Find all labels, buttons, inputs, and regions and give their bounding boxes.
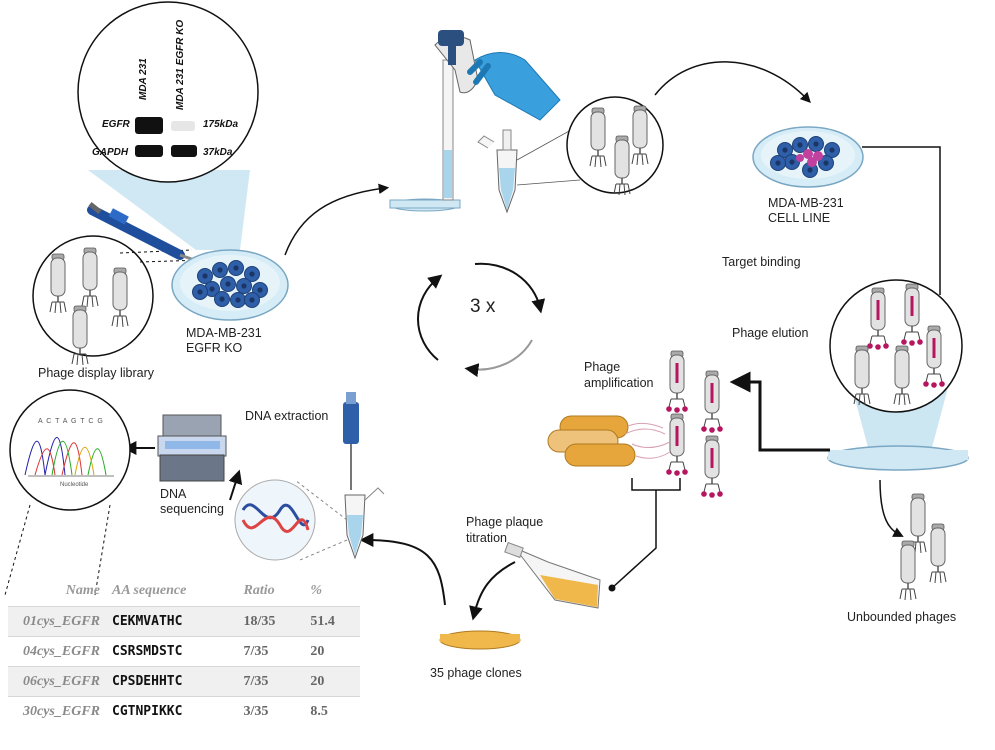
table-header-row: Name AA sequence Ratio % bbox=[8, 578, 360, 607]
peptide-table: Name AA sequence Ratio % 01cys_EGFR CEKM… bbox=[8, 578, 360, 726]
col-header-name: Name bbox=[65, 583, 100, 598]
phage-elution-zoom bbox=[829, 279, 963, 455]
cell-percent: 20 bbox=[304, 666, 360, 697]
label-cycles: 3 x bbox=[470, 296, 496, 317]
lane-label-wt: MDA 231 bbox=[138, 58, 149, 100]
cell-sequence: CPSDEHHTC bbox=[106, 666, 238, 697]
gapdh-band-wt bbox=[135, 145, 163, 157]
cell-sequence: CEKMVATHC bbox=[106, 606, 238, 637]
table-row: 06cys_EGFR CPSDEHHTC 7/35 20 bbox=[8, 666, 360, 697]
sequencer-icon bbox=[157, 414, 227, 482]
col-header-sequence: AA sequence bbox=[112, 583, 187, 598]
dna-helix-zoom bbox=[234, 479, 316, 561]
cell-name: 30cys_EGFR bbox=[8, 696, 106, 726]
label-ko-line-1: MDA-MB-231 bbox=[186, 326, 262, 340]
culture-flask-icon bbox=[504, 541, 601, 609]
col-header-ratio: Ratio bbox=[243, 583, 275, 598]
label-amplification-2: amplification bbox=[584, 376, 654, 390]
label-dna-extraction: DNA extraction bbox=[245, 409, 329, 423]
table-row: 04cys_EGFR CSRSMDSTC 7/35 20 bbox=[8, 636, 360, 667]
size-label-egfr: 175kDa bbox=[203, 119, 239, 130]
bacteria-icon bbox=[547, 415, 671, 467]
cell-ratio: 7/35 bbox=[237, 636, 305, 667]
cell-ratio: 7/35 bbox=[237, 666, 305, 697]
target-cell-dish bbox=[752, 126, 864, 188]
cycle-icon bbox=[416, 262, 546, 378]
phage-input-zoom bbox=[566, 96, 664, 196]
egfr-band-wt bbox=[135, 117, 163, 134]
arrow-to-sequencing bbox=[228, 469, 243, 501]
label-unbound: Unbounded phages bbox=[847, 610, 957, 624]
label-phage-library: Phage display library bbox=[38, 366, 155, 380]
cell-name: 01cys_EGFR bbox=[8, 606, 106, 637]
plaque-plate bbox=[439, 630, 521, 650]
label-amplification-1: Phage bbox=[584, 360, 621, 374]
connector-target-to-elution bbox=[862, 146, 941, 295]
cell-percent: 20 bbox=[304, 636, 360, 667]
cell-percent: 8.5 bbox=[304, 696, 360, 726]
phage-library bbox=[32, 235, 204, 366]
ko-cell-dish bbox=[171, 249, 289, 321]
cell-ratio: 18/35 bbox=[237, 606, 305, 637]
size-label-gapdh: 37kDa bbox=[203, 147, 233, 158]
label-target-line-1: MDA-MB-231 bbox=[768, 196, 844, 210]
label-titration-1: Phage plaque bbox=[466, 515, 544, 529]
dna-pipette-icon bbox=[343, 392, 359, 490]
cell-name: 04cys_EGFR bbox=[8, 636, 106, 667]
protein-label-gapdh: GAPDH bbox=[92, 147, 129, 158]
label-ko-line-2: EGFR KO bbox=[186, 341, 243, 355]
label-target-binding: Target binding bbox=[722, 255, 801, 269]
lane-label-ko: MDA 231 EGFR KO bbox=[175, 19, 186, 110]
connector-to-flask bbox=[611, 478, 681, 589]
chromatogram-bases: A C T A G T C G bbox=[38, 418, 104, 425]
gapdh-band-ko bbox=[171, 145, 197, 157]
arrow-to-unbound bbox=[879, 479, 904, 537]
label-titration-2: titration bbox=[466, 531, 507, 545]
arrow-to-plaque-plate bbox=[469, 561, 516, 621]
cell-name: 06cys_EGFR bbox=[8, 666, 106, 697]
egfr-band-ko bbox=[171, 121, 195, 131]
cell-ratio: 3/35 bbox=[237, 696, 305, 726]
arrow-to-target-binding bbox=[654, 61, 811, 104]
eppendorf-tube-icon bbox=[477, 124, 581, 214]
label-target-line-2: CELL LINE bbox=[768, 211, 831, 225]
table-row: 30cys_EGFR CGTNPIKKC 3/35 8.5 bbox=[8, 696, 360, 726]
label-sequencing-1: DNA bbox=[160, 487, 187, 501]
table-row: 01cys_EGFR CEKMVATHC 18/35 51.4 bbox=[8, 606, 360, 637]
arrow-to-pipetting bbox=[284, 183, 390, 256]
protein-label-egfr: EGFR bbox=[102, 119, 130, 130]
arrow-to-amplification bbox=[729, 371, 830, 452]
dna-tube-icon bbox=[344, 487, 385, 560]
label-sequencing-2: sequencing bbox=[160, 502, 224, 516]
col-header-percent: % bbox=[310, 583, 323, 598]
elution-plate bbox=[827, 445, 969, 471]
chromatogram-zoom bbox=[4, 389, 131, 596]
arrow-to-dna-extraction bbox=[359, 533, 446, 606]
western-blot-zoom bbox=[77, 1, 259, 250]
amplification-phages bbox=[664, 349, 725, 500]
unbound-phages bbox=[899, 493, 947, 601]
label-clones: 35 phage clones bbox=[430, 666, 522, 680]
chromatogram-axis-label: Nucleotide bbox=[60, 482, 89, 488]
cell-percent: 51.4 bbox=[304, 606, 360, 637]
cell-sequence: CSRSMDSTC bbox=[106, 636, 238, 667]
cell-sequence: CGTNPIKKC bbox=[106, 696, 238, 726]
pipette-station-icon bbox=[389, 30, 561, 212]
label-phage-elution: Phage elution bbox=[732, 326, 809, 340]
